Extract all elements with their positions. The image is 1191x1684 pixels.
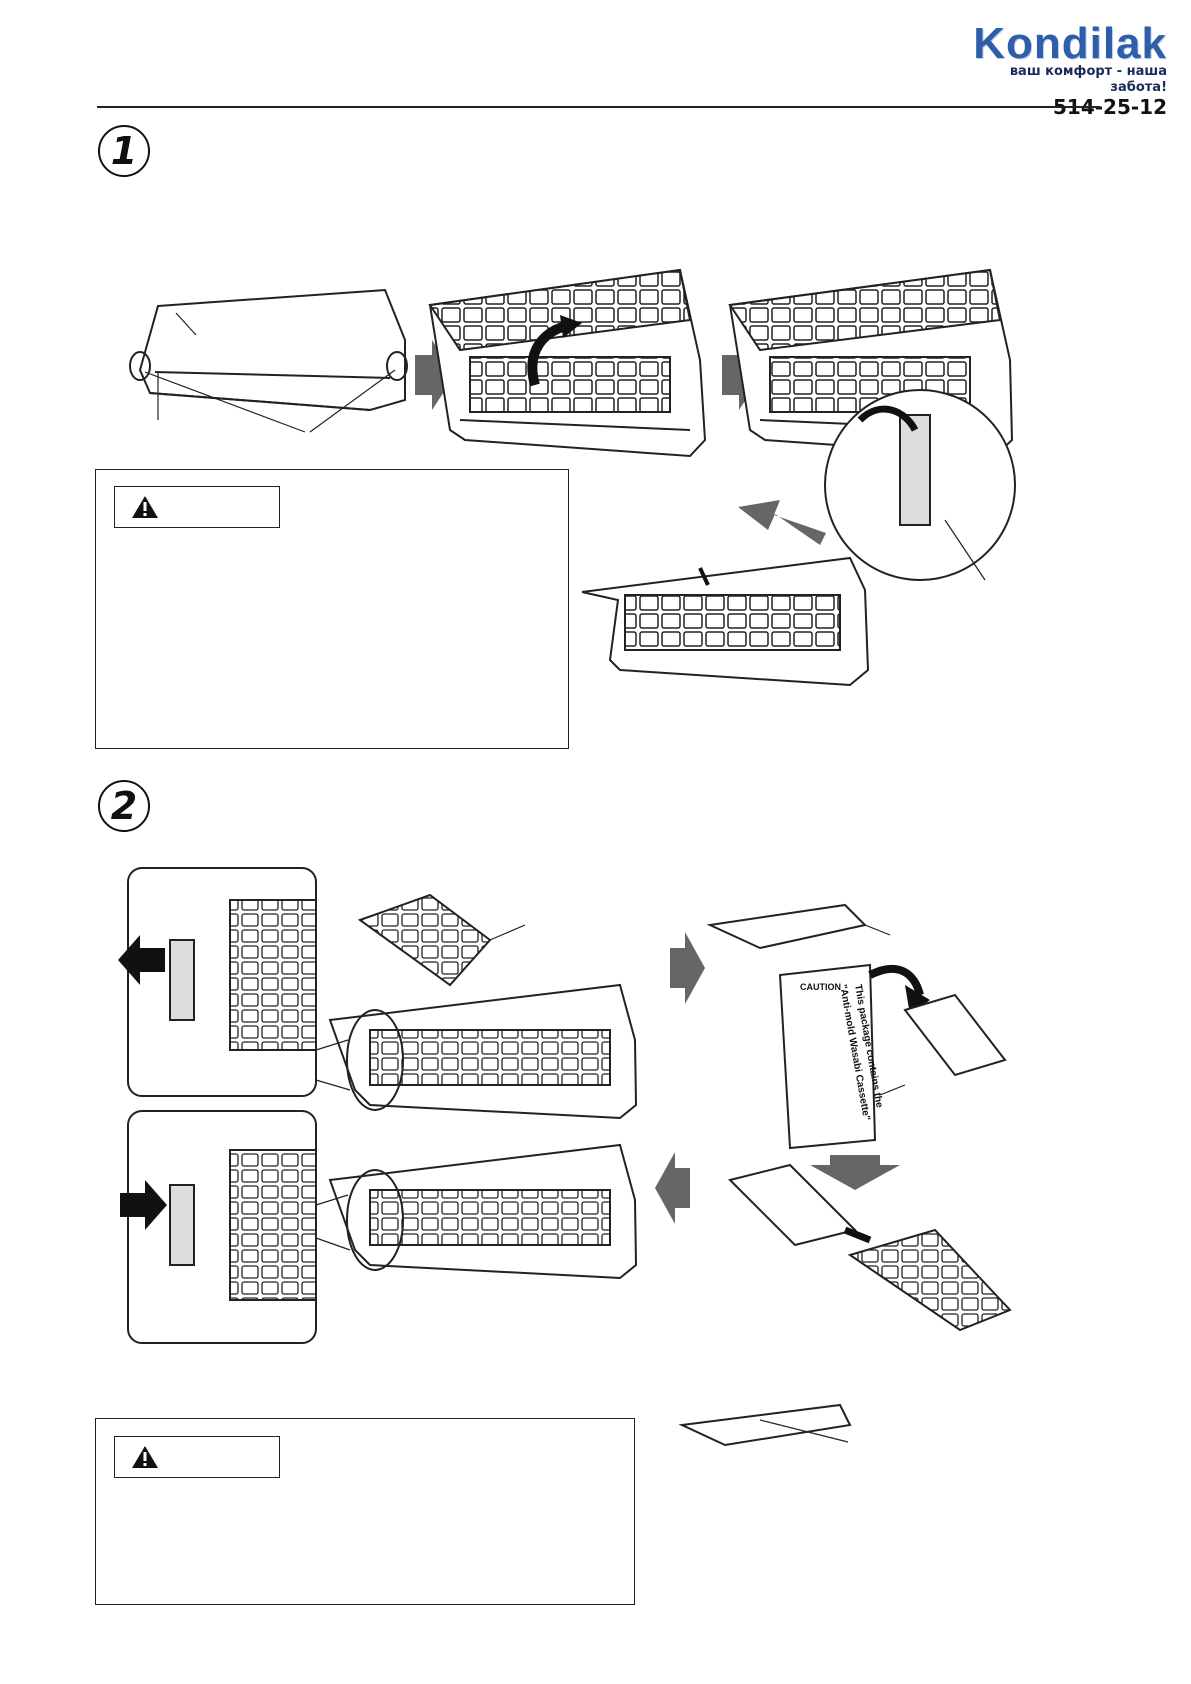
closed-indoor-unit [129,288,408,433]
logo-tagline: ваш комфорт - наша забота! [1009,64,1167,95]
caution-box-1 [95,469,569,749]
detail-panel-remove-cassette [118,867,317,1097]
unit-open-bottom [315,1143,638,1280]
warning-icon [132,496,158,518]
wasabi-cassette [706,903,891,950]
step-arrow-icon [655,1152,690,1224]
header-rule [97,106,1100,108]
warning-icon [132,1446,158,1468]
cassette-package [778,963,1007,1150]
detail-panel-insert-cassette [120,1110,317,1344]
wasabi-cassette-detail [678,1403,852,1447]
step-arrow-icon [120,1180,167,1230]
logo-phone: 514-25-12 [1052,95,1167,119]
step-2-badge: 2 [98,780,150,832]
brand-logo: Kondilak ваш комфорт - наша забота! 514-… [957,19,1167,119]
cassette-holder [357,893,526,987]
step-arrow-icon [670,932,705,1004]
caution-tab-2 [114,1436,280,1478]
package-caution: CAUTION [800,982,841,992]
unit-open-top [315,983,638,1120]
curved-arrow-icon [868,965,924,997]
step-1-badge: 1 [98,125,150,177]
logo-name: Kondilak [973,19,1167,68]
caution-tab-1 [114,486,280,528]
unit-lid-lowered [581,556,870,687]
step-arrow-icon [738,500,826,545]
step-arrow-icon [118,935,165,985]
step-1-illustrations [129,268,1016,687]
cassette-insert [728,1163,1012,1332]
open-unit-filter-latch [728,268,1016,581]
caution-box-2 [95,1418,635,1605]
open-unit-lid-up [428,268,707,458]
step-1-number: 1 [110,129,138,173]
step-arrow-icon [415,340,455,410]
step-arrow-icon [810,1155,900,1190]
step-2-number: 2 [110,784,138,828]
